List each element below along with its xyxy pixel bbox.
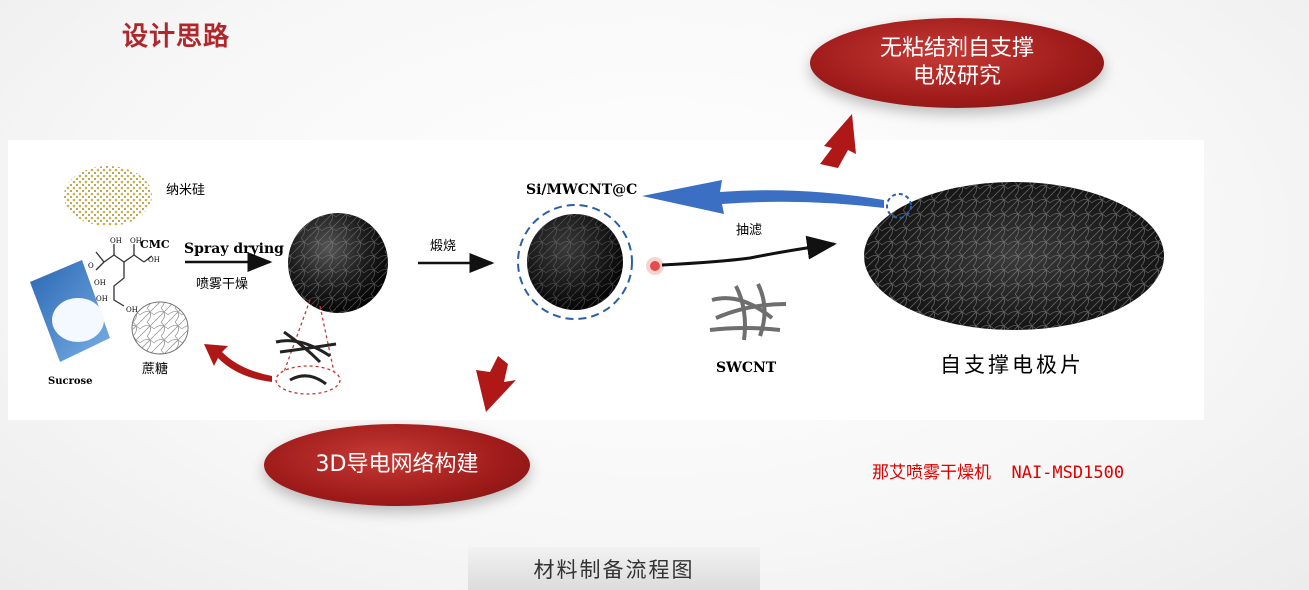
label-oh-6: OH <box>126 306 138 314</box>
red-arrow-down <box>476 356 516 412</box>
sucrose-image <box>30 260 110 362</box>
label-sucrose-cn: 蔗糖 <box>142 361 168 377</box>
red-arrow-left <box>204 344 272 382</box>
oval-3d-network: 3D导电网络构建 <box>264 424 530 506</box>
label-electrode: 自支撑电极片 <box>940 353 1084 377</box>
label-cmc: CMC <box>140 238 170 251</box>
label-sucrose: Sucrose <box>48 376 93 387</box>
blue-arrow <box>642 180 884 214</box>
label-oh-4: OH <box>94 279 106 287</box>
label-o: O <box>88 262 94 270</box>
cnt-strands <box>275 330 337 386</box>
swcnt-strands <box>709 283 787 341</box>
cmc-structure <box>95 244 153 307</box>
oval-binder-free: 无粘结剂自支撑电极研究 <box>810 18 1104 108</box>
label-oh-1: OH <box>110 237 122 245</box>
laser-dot <box>650 261 660 271</box>
equipment-note: 那艾喷雾干燥机 NAI-MSD1500 <box>872 463 1125 483</box>
label-oh-5: OH <box>96 295 108 303</box>
label-oh-2: OH <box>130 237 142 245</box>
label-swcnt: SWCNT <box>716 360 777 376</box>
electrode-zoom-circle <box>886 193 912 219</box>
label-nano-si: 纳米硅 <box>166 183 205 198</box>
nano-si-powder <box>64 166 152 226</box>
label-calcine: 煅烧 <box>430 238 456 254</box>
label-spray-drying-cn: 喷雾干燥 <box>196 277 248 292</box>
label-filtration: 抽滤 <box>736 223 762 238</box>
label-spray-drying: Spray drying <box>184 241 284 257</box>
cnt-illustration <box>131 301 189 355</box>
filtration-arrow <box>661 235 837 267</box>
page-title: 设计思路 <box>122 22 231 52</box>
label-oh-3: OH <box>148 256 160 264</box>
label-product: Si/MWCNT@C <box>526 182 637 198</box>
product-sphere-outline <box>517 204 633 320</box>
zoom-lines <box>275 299 341 395</box>
red-arrow-up <box>820 114 856 168</box>
figure-caption: 材料制备流程图 <box>468 547 760 590</box>
